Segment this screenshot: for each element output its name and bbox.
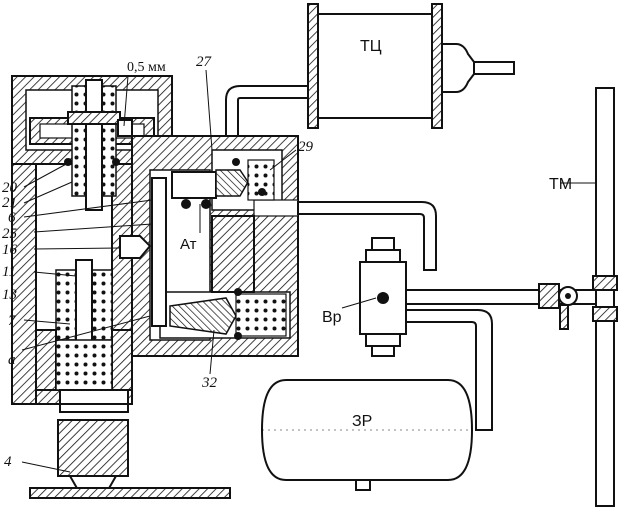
label-gap: 0,5 мм: [127, 60, 166, 75]
label-20: 20: [2, 180, 18, 196]
cylinder-pipe: [225, 82, 309, 141]
brake-cylinder: [307, 3, 515, 129]
label-tc: ТЦ: [360, 38, 382, 55]
auxiliary-reservoir: [260, 379, 474, 491]
label-a: а: [8, 352, 16, 368]
label-27: 27: [196, 54, 213, 70]
label-29: 29: [298, 139, 314, 155]
reservoir-pipe: [405, 309, 493, 431]
label-13: 13: [2, 287, 17, 303]
control-spring: [64, 79, 133, 211]
label-6: 6: [8, 210, 16, 226]
distributor-pipe: [297, 196, 437, 271]
lower-piston: [35, 259, 133, 409]
leader-lines: [21, 69, 297, 473]
label-4: 4: [4, 454, 12, 470]
label-zr: ЗР: [352, 413, 372, 430]
label-tm: ТМ: [549, 176, 572, 193]
label-32: 32: [201, 375, 218, 391]
plunger-base: [29, 403, 231, 499]
branch-pipe: [399, 283, 597, 330]
label-vr: Вр: [322, 309, 342, 326]
train-pipe: [560, 87, 618, 507]
lever: [119, 177, 167, 327]
label-21: 21: [2, 195, 17, 211]
label-at: Ат: [180, 236, 197, 253]
valve-32: [169, 288, 287, 340]
label-16: 16: [2, 242, 18, 258]
air-distributor: [341, 237, 407, 357]
label-11: 11: [2, 264, 16, 280]
label-25: 25: [2, 226, 18, 242]
label-7: 7: [8, 313, 17, 329]
valve-29: [171, 158, 275, 209]
